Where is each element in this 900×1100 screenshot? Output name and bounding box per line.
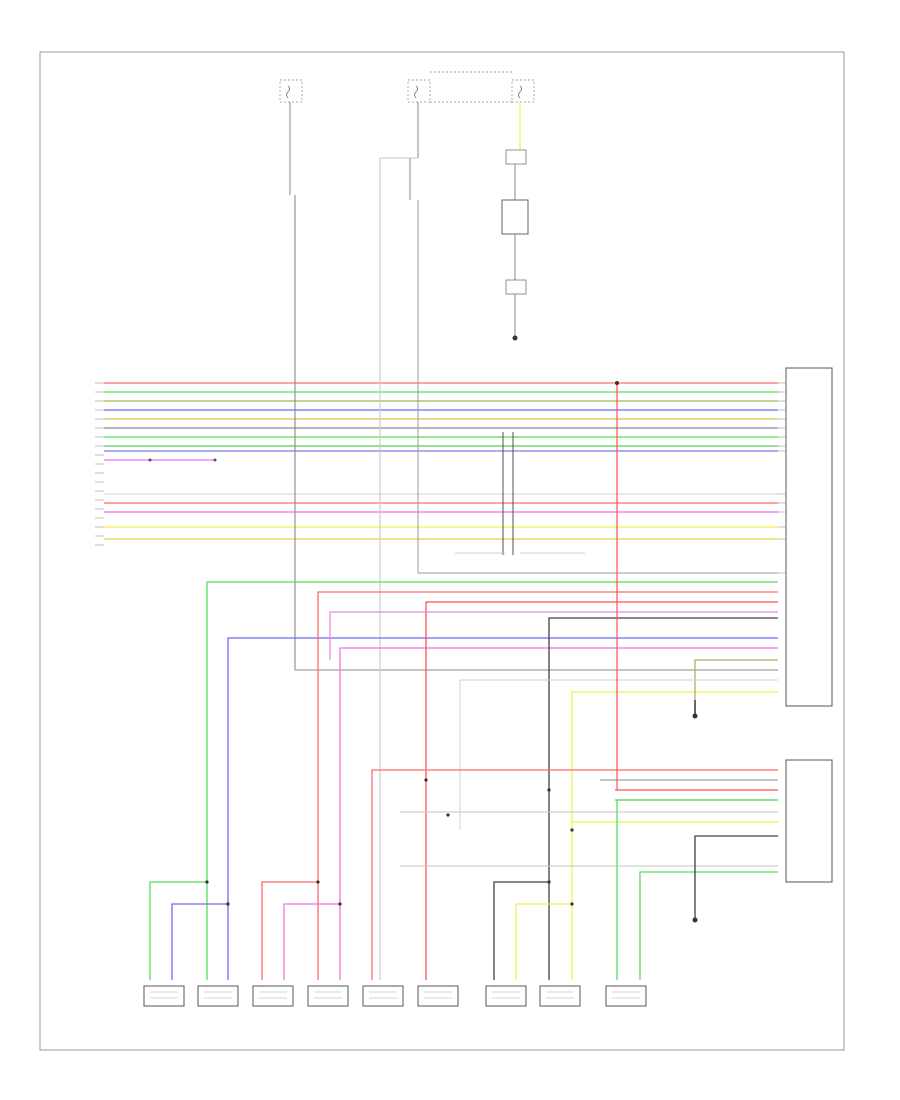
amp-pin-ticks	[778, 382, 786, 574]
splice-icon	[512, 335, 518, 341]
wire-red-lower-amp	[371, 769, 778, 980]
ground-icon	[692, 917, 698, 923]
speaker-1[interactable]	[143, 985, 185, 1007]
speaker-3[interactable]	[252, 985, 294, 1007]
fuse-block-left	[279, 79, 303, 103]
amplifier-connector-upper[interactable]	[785, 367, 833, 707]
fuse-icon	[414, 85, 418, 99]
connector-c2	[505, 279, 527, 295]
wire-black-lower-ground	[694, 835, 778, 918]
wire-lightgray-amp	[459, 679, 778, 830]
wire-blue-spk	[227, 637, 778, 980]
fuse-icon	[518, 85, 522, 99]
wire-red-spk-2	[425, 601, 778, 980]
wire-red-spk-1	[317, 591, 778, 980]
wire-violet-spk-1	[339, 647, 778, 980]
wire-black-spk	[548, 617, 778, 980]
connector-c1	[505, 149, 527, 165]
splice-icon	[148, 458, 152, 462]
speaker-6[interactable]	[417, 985, 459, 1007]
speaker-branches	[149, 778, 574, 980]
speaker-8[interactable]	[539, 985, 581, 1007]
ground-icon	[692, 713, 698, 719]
speaker-7[interactable]	[485, 985, 527, 1007]
top-power-section	[279, 71, 535, 341]
wire-green-subwoofer	[639, 871, 778, 980]
wire-green-subwoofer-2	[616, 799, 778, 980]
fuse-block-middle	[407, 79, 431, 103]
speaker-row	[143, 985, 647, 1007]
wire-yellow-spk	[571, 691, 778, 980]
speaker-2[interactable]	[197, 985, 239, 1007]
fuse-icon	[286, 85, 290, 99]
speaker-5[interactable]	[362, 985, 404, 1007]
head-unit-harness	[95, 200, 778, 574]
speaker-9-subwoofer[interactable]	[605, 985, 647, 1007]
wire-green-spk	[206, 581, 778, 980]
speaker-4[interactable]	[307, 985, 349, 1007]
splice-icon	[615, 381, 619, 385]
fuse-block-right	[511, 79, 535, 103]
wire-violet-spk-2	[329, 611, 778, 660]
splice-icon	[213, 458, 217, 462]
amplifier-connector-lower[interactable]	[785, 759, 833, 883]
diagram-frame	[39, 51, 845, 1051]
wire-olive-spk	[694, 659, 778, 700]
module-mid-top	[501, 199, 529, 235]
speaker-harness	[206, 158, 778, 980]
